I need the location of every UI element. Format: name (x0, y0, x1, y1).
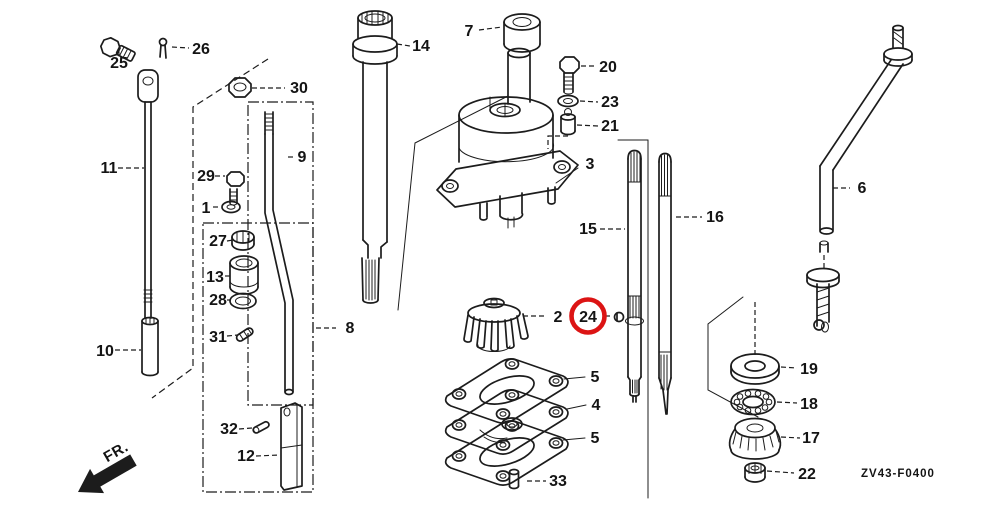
part-label-1[interactable]: 1 (202, 200, 211, 217)
highlight-circle[interactable] (569, 297, 607, 335)
part-30-lock-nut (228, 77, 252, 98)
part-label-17[interactable]: 17 (802, 430, 820, 447)
part-label-14[interactable]: 14 (412, 38, 430, 55)
part-label-12[interactable]: 12 (237, 448, 255, 465)
part-26-cotter-pin (158, 37, 168, 59)
part-label-18[interactable]: 18 (800, 396, 818, 413)
part-label-11[interactable]: 11 (101, 160, 118, 177)
part-16-drive-shaft (658, 152, 672, 415)
part-label-33[interactable]: 33 (549, 473, 567, 490)
part-label-3[interactable]: 3 (586, 156, 595, 173)
part-label-19[interactable]: 19 (800, 361, 818, 378)
part-29-bolt (226, 171, 245, 206)
part-label-4[interactable]: 4 (592, 397, 601, 414)
part-5-gasket-lower (444, 420, 569, 486)
part-label-30[interactable]: 30 (290, 80, 308, 97)
part-25-pivot-bolt (99, 36, 136, 62)
part-20-bolt (559, 56, 580, 95)
arrow-shaft (92, 454, 137, 488)
part-1-washer (221, 200, 241, 214)
part-6-shift-rod (806, 24, 913, 333)
part-12-shift-lever (280, 402, 303, 491)
part-10-spacer-sleeve (141, 316, 159, 377)
part-label-23[interactable]: 23 (601, 94, 619, 111)
part-2-impeller (463, 297, 529, 352)
part-label-9[interactable]: 9 (298, 149, 307, 166)
part-28-o-ring (229, 292, 257, 310)
part-label-7[interactable]: 7 (465, 23, 474, 40)
part-23-washer (557, 94, 579, 108)
part-label-25[interactable]: 25 (110, 55, 128, 72)
part-18-needle-bearing (730, 388, 776, 416)
arrow-head (78, 468, 105, 494)
part-7-bushing (503, 13, 541, 53)
part-label-6[interactable]: 6 (858, 180, 867, 197)
part-label-28[interactable]: 28 (209, 292, 227, 309)
part-5-gasket-upper (444, 358, 569, 424)
diagram-code: ZV43-F0400 (861, 468, 935, 480)
part-label-32[interactable]: 32 (220, 421, 238, 438)
part-label-2[interactable]: 2 (554, 309, 563, 326)
part-label-31[interactable]: 31 (209, 329, 227, 346)
part-label-24[interactable]: 24 (579, 309, 597, 326)
part-22-castle-nut (744, 462, 766, 483)
part-label-22[interactable]: 22 (798, 466, 816, 483)
part-31-spring-pin (235, 327, 254, 342)
part-19-thrust-washer (730, 353, 780, 385)
part-label-16[interactable]: 16 (706, 209, 724, 226)
part-13-bushing (229, 255, 259, 295)
part-label-21[interactable]: 21 (601, 118, 619, 135)
part-27-slotted-nut (231, 230, 255, 251)
part-label-29[interactable]: 29 (197, 168, 215, 185)
part-label-13[interactable]: 13 (206, 269, 224, 286)
part-21-collar-pin (560, 108, 576, 136)
highlight-group[interactable]: 24 (569, 297, 607, 335)
part-33-dowel-pin (508, 468, 520, 490)
part-label-5-upper[interactable]: 5 (591, 369, 600, 386)
part-label-26[interactable]: 26 (192, 41, 210, 58)
part-label-10[interactable]: 10 (96, 343, 114, 360)
part-label-20[interactable]: 20 (599, 59, 617, 76)
part-9-shift-rod (264, 111, 294, 396)
part-24-woodruff-key (613, 311, 625, 323)
part-17-pinion-gear (728, 417, 782, 460)
leader-lines (115, 26, 850, 482)
part-labels: 25 26 30 11 29 1 27 13 28 31 10 32 12 9 … (96, 23, 866, 490)
part-11-vertical-link-rod (137, 69, 159, 319)
part-32-dowel-pin (252, 420, 270, 434)
part-label-27[interactable]: 27 (209, 233, 227, 250)
part-label-5-lower[interactable]: 5 (591, 430, 600, 447)
part-label-15[interactable]: 15 (579, 221, 597, 238)
part-3-water-pump-housing (436, 47, 579, 229)
part-label-8[interactable]: 8 (346, 320, 355, 337)
part-15-drive-shaft (625, 149, 644, 403)
